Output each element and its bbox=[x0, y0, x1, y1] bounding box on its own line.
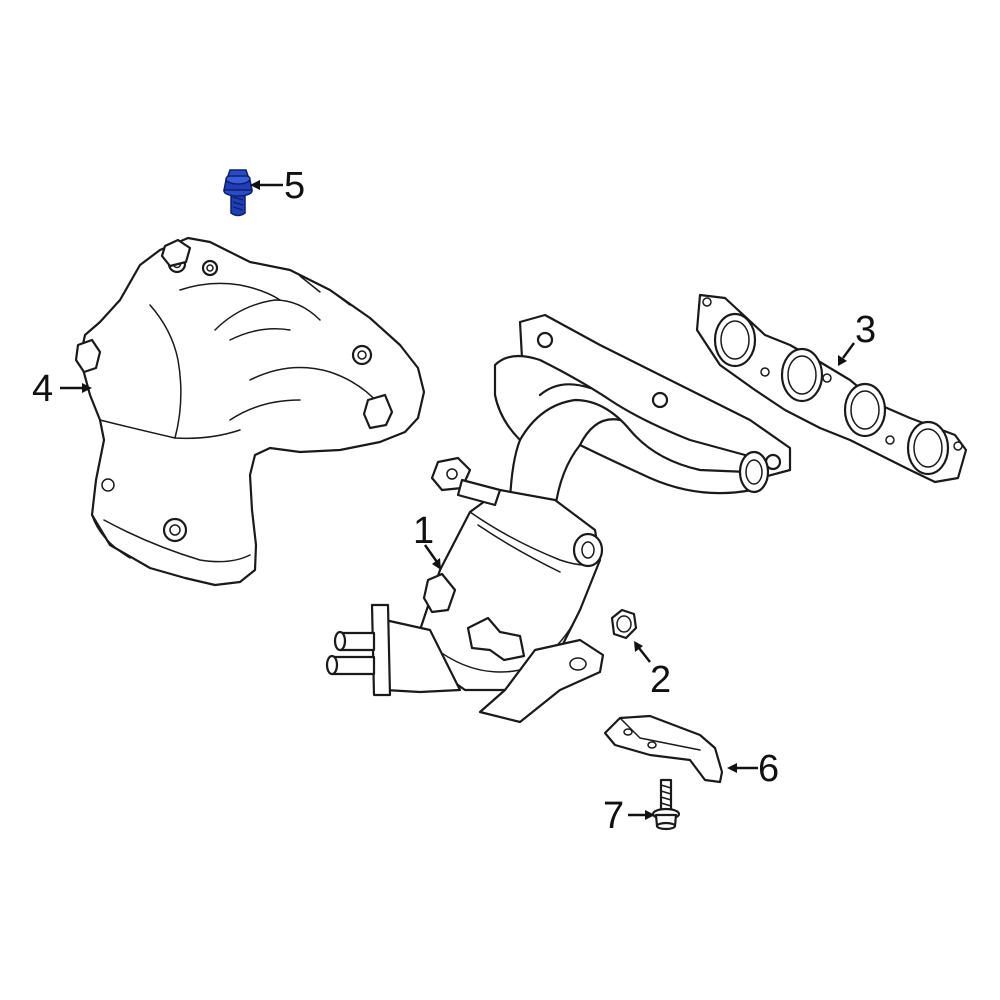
callout-label-2: 2 bbox=[650, 659, 671, 701]
support-bracket-6-part[interactable] bbox=[603, 714, 724, 784]
callout-arrow-4 bbox=[60, 383, 92, 393]
callout-label-3: 3 bbox=[855, 309, 876, 351]
callout-arrow-5 bbox=[250, 180, 283, 190]
heat-shield-4-part[interactable] bbox=[74, 236, 426, 587]
callout-label-5: 5 bbox=[284, 165, 305, 207]
callout-arrow-1 bbox=[424, 544, 441, 570]
bolt-5-part[interactable] bbox=[223, 169, 253, 217]
callout-label-6: 6 bbox=[758, 748, 779, 790]
manifold-gasket-3-part[interactable] bbox=[695, 293, 968, 484]
bracket-bolt-7-part[interactable] bbox=[651, 778, 681, 831]
callout-arrow-7 bbox=[628, 810, 655, 820]
callout-label-7: 7 bbox=[603, 795, 624, 837]
callout-label-1: 1 bbox=[413, 510, 434, 552]
nut-2-part[interactable] bbox=[610, 608, 638, 640]
catalytic-converter-manifold-1-part[interactable] bbox=[325, 313, 792, 724]
callout-arrow-3 bbox=[838, 342, 855, 366]
callout-arrow-6 bbox=[727, 763, 758, 773]
callout-arrow-2 bbox=[634, 641, 651, 663]
callout-label-4: 4 bbox=[32, 368, 53, 410]
